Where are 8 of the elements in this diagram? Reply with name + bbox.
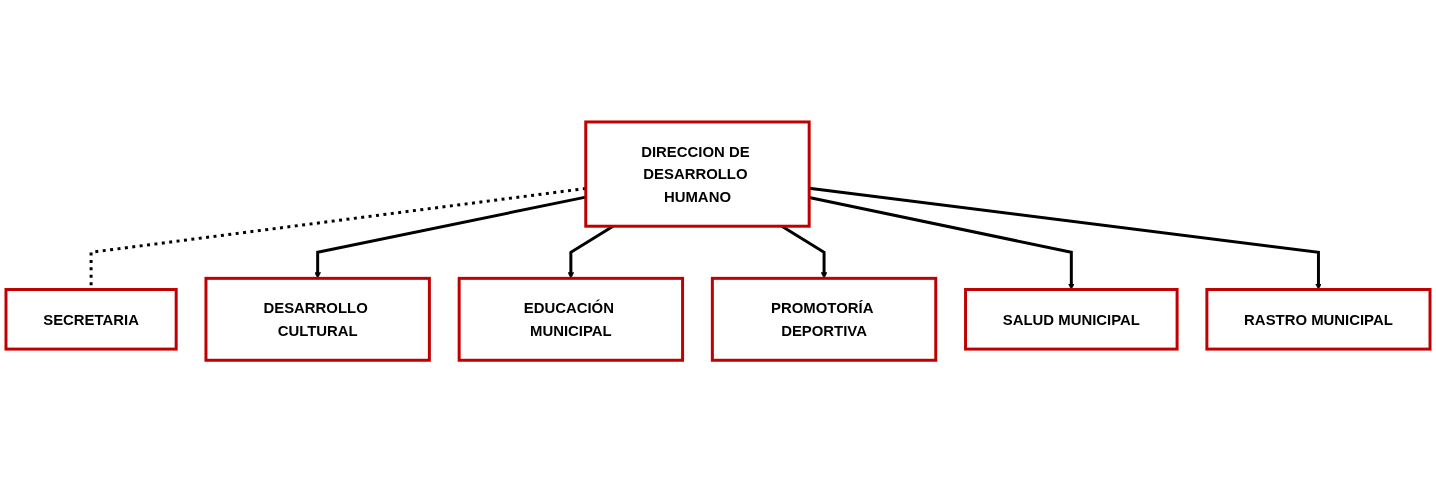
arrow — [809, 186, 1322, 290]
node-box: SALUD MUNICIPAL — [964, 287, 1179, 351]
node-box: SECRETARIA — [4, 287, 178, 351]
node-box: RASTRO MUNICIPAL — [1205, 287, 1432, 351]
node-box: DESARROLLO CULTURAL — [204, 276, 431, 362]
node-box: PROMOTORÍA DEPORTIVA — [710, 276, 938, 362]
node-box: EDUCACIÓN MUNICIPAL — [457, 276, 685, 362]
node-box: DIRECCION DE DESARROLLO HUMANO — [584, 120, 811, 228]
